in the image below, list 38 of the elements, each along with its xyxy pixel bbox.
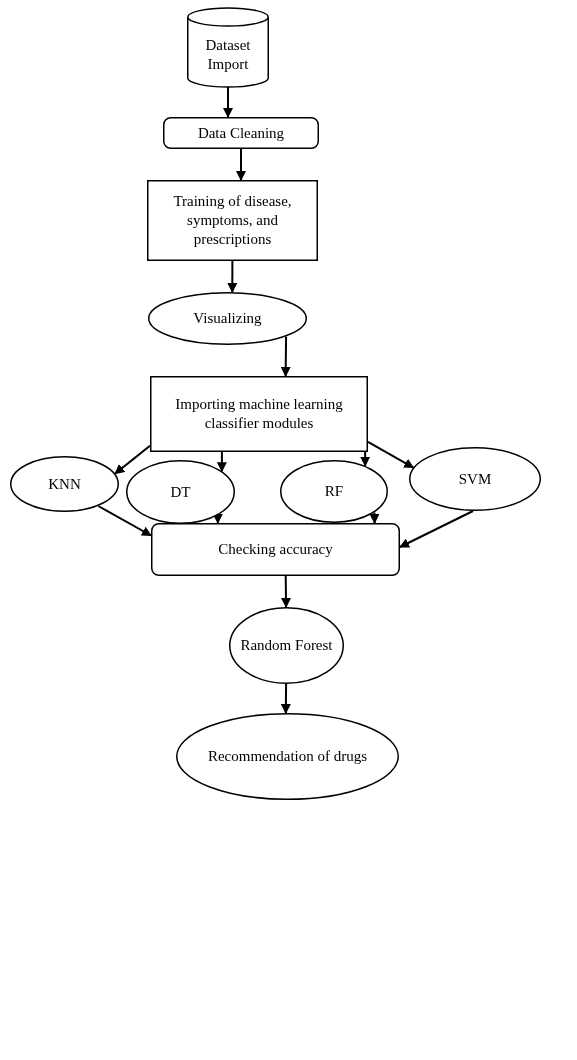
node-label: Importing machine learning classifier modules (174, 395, 344, 433)
arrow (369, 511, 380, 524)
node-label: Data Cleaning (196, 123, 286, 143)
process-ellipse (229, 607, 344, 684)
arrow (367, 440, 415, 469)
node-label: Dataset Import (204, 35, 252, 74)
arrow (280, 335, 291, 377)
node-label: Checking accuracy (217, 540, 334, 559)
process-ellipse (10, 456, 119, 512)
arrow (114, 444, 151, 475)
node-label: SVM (457, 469, 493, 489)
arrow (227, 260, 238, 293)
node-label: Random Forest (239, 636, 334, 655)
process-box (150, 376, 368, 452)
node-label: Training of disease, symptoms, and prescriptions (172, 192, 293, 249)
process-ellipse (126, 460, 235, 524)
node-label: Recommendation of drugs (206, 747, 369, 766)
process-box (151, 523, 400, 576)
node-label: Visualizing (192, 309, 263, 328)
arrow (281, 575, 291, 608)
arrow (212, 513, 223, 524)
process-ellipse (280, 460, 388, 523)
arrow (223, 86, 233, 118)
database-cylinder (187, 8, 269, 87)
process-box (147, 180, 318, 261)
process-ellipse (409, 447, 541, 511)
node-label: KNN (47, 474, 82, 494)
node-label: RF (323, 482, 345, 501)
process-ellipse (176, 713, 399, 800)
arrow (280, 683, 291, 714)
arrow (236, 148, 246, 181)
process-box (163, 117, 319, 149)
arrow (399, 510, 474, 548)
node-label: DT (169, 482, 192, 502)
arrow (216, 451, 227, 473)
arrow (360, 451, 371, 467)
arrow (97, 505, 152, 537)
process-ellipse (148, 292, 307, 345)
